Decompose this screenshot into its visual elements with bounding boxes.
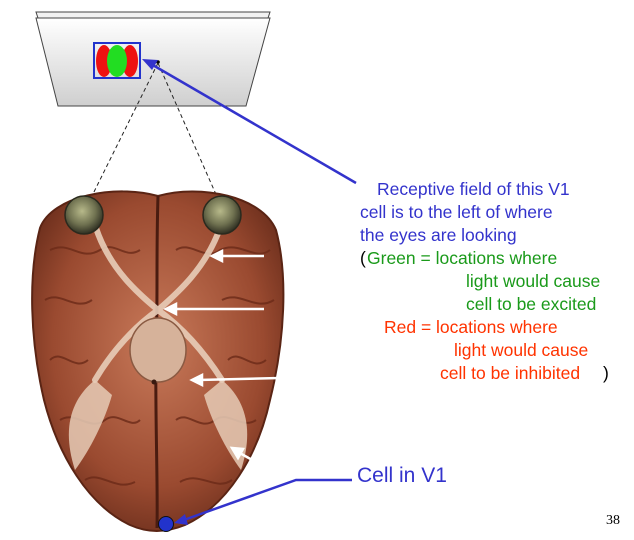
annotation-line-2: cell is to the left of where [360,201,553,223]
v1-cell-marker [159,517,174,532]
display-screen [36,12,270,106]
annotation-line-3: the eyes are looking [360,224,517,246]
cell-label: Cell in V1 [357,465,447,487]
red-legend-line-2: light would cause [454,339,588,361]
red-legend-line-1: Red = locations where [384,316,558,338]
excitatory-center [107,45,127,77]
left-eye [65,196,103,234]
open-paren: ( [360,247,366,269]
green-legend-line-1: Green = locations where [367,247,557,269]
brain-ventral-view [32,191,283,531]
green-legend-line-3: cell to be excited [466,293,596,315]
receptive-field-stimulus [94,43,140,78]
receptive-field-arrow [151,64,356,183]
green-legend-line-2: light would cause [466,270,600,292]
right-eye [203,196,241,234]
annotation-line-1: Receptive field of this V1 [377,178,570,200]
red-legend-line-3: cell to be inhibited [440,362,580,384]
close-paren: ) [603,362,609,384]
page-number: 38 [606,510,620,532]
